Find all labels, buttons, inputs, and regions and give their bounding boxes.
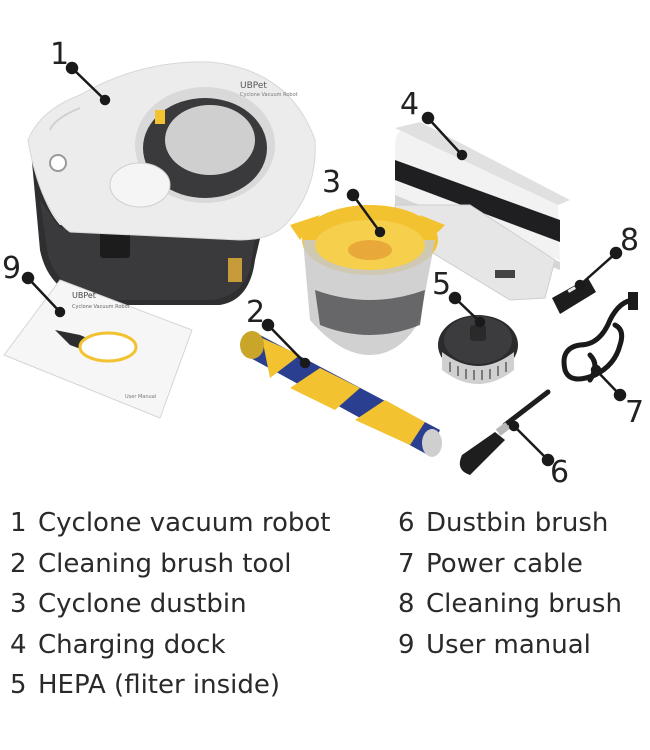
callout-number-6: 6 [550,455,570,490]
legend-item: 4 Charging dock [10,630,331,671]
callout-number-4: 4 [400,87,420,122]
product-contents-scene: UBPet Cyclone Vacuum Robot [2,37,645,490]
legend-number: 9 [398,629,415,660]
legend-item: 9 User manual [398,630,622,671]
user-manual: UBPet Cyclone Vacuum Robot User Manual [3,279,193,419]
callout-number-9: 9 [2,251,22,286]
legend-number: 2 [10,548,27,579]
small-cleaning-brush [552,278,596,314]
robot-vacuum: UBPet Cyclone Vacuum Robot [27,61,316,305]
legend-label: Charging dock [38,629,226,660]
power-cable [561,292,638,383]
product-illustration: UBPet Cyclone Vacuum Robot [3,61,638,475]
legend-number: 3 [10,589,27,619]
manual-brand-label: UBPet [72,291,96,300]
callout-number-8: 8 [620,223,640,258]
legend-number: 5 [10,670,27,700]
callout-number-2: 2 [246,295,266,330]
legend-item: 1 Cyclone vacuum robot [10,508,331,549]
legend-item: 3 Cyclone dustbin [10,589,331,630]
cyclone-dustbin [290,205,445,355]
legend-item: 7 Power cable [398,549,622,590]
legend-item: 6 Dustbin brush [398,508,622,549]
legend-label: Cyclone vacuum robot [38,508,331,538]
callout-number-7: 7 [625,395,645,430]
legend-label: User manual [426,629,591,660]
callout-number-5: 5 [432,267,452,302]
contents-legend: 1 Cyclone vacuum robot 2 Cleaning brush to… [0,508,650,738]
legend-label: Power cable [426,548,583,579]
legend-column-right: 6 Dustbin brush 7 Power cable 8 Cleaning br… [398,508,622,670]
legend-label: Dustbin brush [426,508,609,538]
legend-label: Cleaning brush [426,589,622,619]
manual-subtitle-label: Cyclone Vacuum Robot [72,304,130,310]
legend-label: Cleaning brush tool [38,548,292,579]
charging-dock [394,122,570,301]
robot-model-label: Cyclone Vacuum Robot [240,92,298,98]
roller-brush [240,331,442,457]
legend-item: 5 HEPA (fliter inside) [10,670,331,711]
callout-number-1: 1 [50,37,70,72]
legend-item: 8 Cleaning brush [398,589,622,630]
legend-number: 4 [10,629,27,660]
legend-item: 2 Cleaning brush tool [10,549,331,590]
legend-number: 6 [398,508,415,538]
callout-number-3: 3 [322,165,342,200]
legend-label: Cyclone dustbin [38,589,247,619]
manual-footer-label: User Manual [125,394,156,400]
callout-leaders [21,61,627,467]
legend-number: 7 [398,548,415,579]
robot-brand-label: UBPet [240,81,267,91]
hepa-filter [438,315,518,384]
dustbin-brush [459,389,551,475]
legend-column-left: 1 Cyclone vacuum robot 2 Cleaning brush to… [10,508,331,711]
legend-number: 8 [398,589,415,619]
legend-label: HEPA (fliter inside) [38,670,281,700]
legend-number: 1 [10,508,27,538]
